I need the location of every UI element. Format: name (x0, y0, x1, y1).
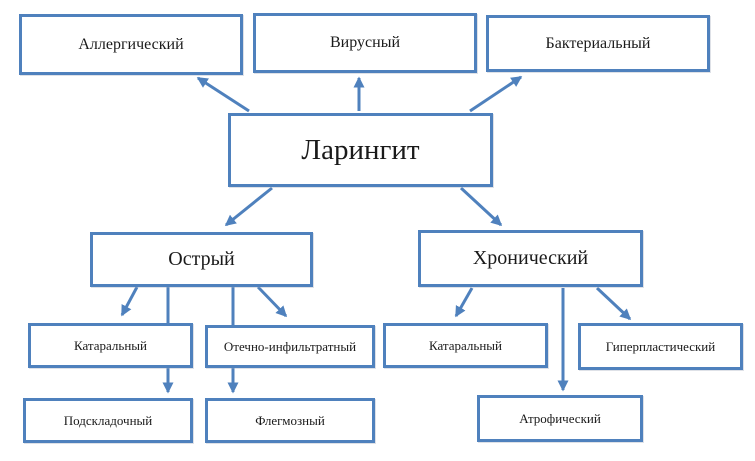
node-catarrhal-acute: Катаральный (28, 323, 193, 368)
arrow-chronic-to-hyperplastic (595, 286, 632, 321)
arrow-laryngitis-to-allergic (196, 76, 250, 113)
node-laryngitis-root: Ларингит (228, 113, 493, 187)
arrow-laryngitis-to-chronic (459, 186, 503, 227)
node-allergic: Аллергический (19, 14, 243, 75)
node-hyperplastic: Гиперпластический (578, 323, 743, 370)
node-acute: Острый (90, 232, 313, 287)
arrow-laryngitis-to-bacterial (469, 75, 523, 113)
arrow-acute-to-edematous (256, 285, 288, 318)
node-phlegmonous: Флегмозный (205, 398, 375, 443)
arrow-chronic-to-catarrhal (454, 287, 474, 318)
node-chronic: Хронический (418, 230, 643, 287)
node-edematous-infiltrative: Отечно-инфильтратный (205, 325, 375, 368)
arrow-laryngitis-to-acute (224, 186, 273, 227)
node-atrophic: Атрофический (477, 395, 643, 442)
node-subglottic: Подскладочный (23, 398, 193, 443)
node-bacterial: Бактериальный (486, 15, 710, 72)
node-viral: Вирусный (253, 13, 477, 73)
node-catarrhal-chronic: Катаральный (383, 323, 548, 368)
arrow-acute-to-catarrhal (120, 286, 139, 317)
